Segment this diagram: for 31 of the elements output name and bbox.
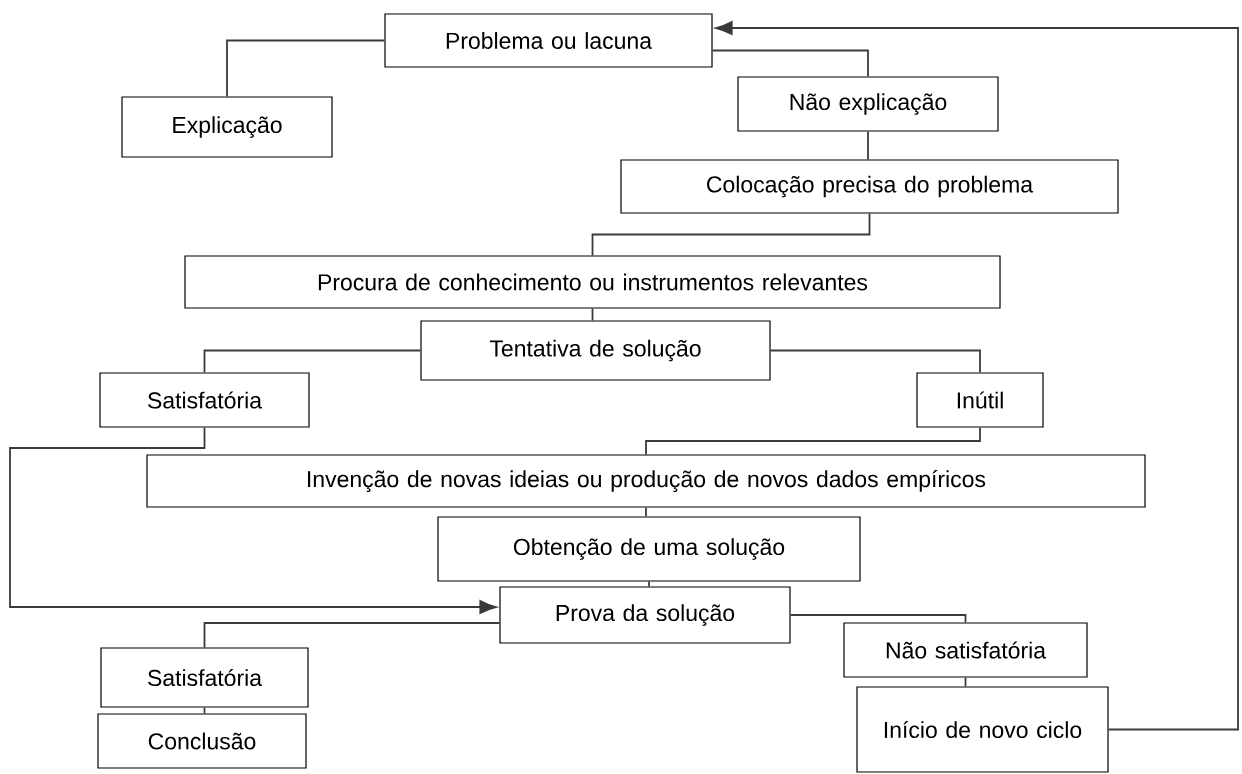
- process-box: Obtenção de uma solução: [437, 516, 861, 582]
- connector-line: [226, 39, 386, 98]
- connector-line: [203, 706, 206, 715]
- process-box: Explicação: [121, 96, 333, 158]
- connector-line: [203, 622, 501, 649]
- process-box: Procura de conhecimento ou instrumentos relevantes: [184, 255, 1001, 309]
- process-box: Conclusão: [97, 713, 307, 769]
- arrow: [9, 426, 497, 614]
- connector-line: [648, 580, 650, 588]
- process-box: Invenção de novas ideias ou produção de novos dados empíricos: [146, 454, 1146, 508]
- process-box: Tentativa de solução: [420, 320, 771, 381]
- connector-line: [769, 349, 981, 374]
- process-box: Problema ou lacuna: [384, 13, 713, 68]
- connector-line: [867, 130, 869, 161]
- process-box: Satisfatória: [100, 647, 309, 708]
- process-box: Inútil: [916, 372, 1044, 428]
- process-box: Satisfatória: [99, 372, 310, 428]
- connector-line: [591, 212, 871, 257]
- process-box: Não explicação: [737, 76, 999, 132]
- connector-line: [789, 614, 967, 624]
- process-box: Não satisfatória: [843, 622, 1088, 678]
- process-box: Início de novo ciclo: [856, 686, 1109, 773]
- connector-line: [203, 349, 422, 374]
- connector-line: [964, 676, 967, 688]
- connector-line: [645, 426, 981, 456]
- process-box: Colocação precisa do problema: [620, 159, 1119, 214]
- connector-line: [645, 506, 647, 518]
- arrow: [715, 21, 1239, 731]
- connector-line: [591, 307, 594, 322]
- process-box: Prova da solução: [499, 586, 791, 644]
- connector-line: [711, 49, 869, 78]
